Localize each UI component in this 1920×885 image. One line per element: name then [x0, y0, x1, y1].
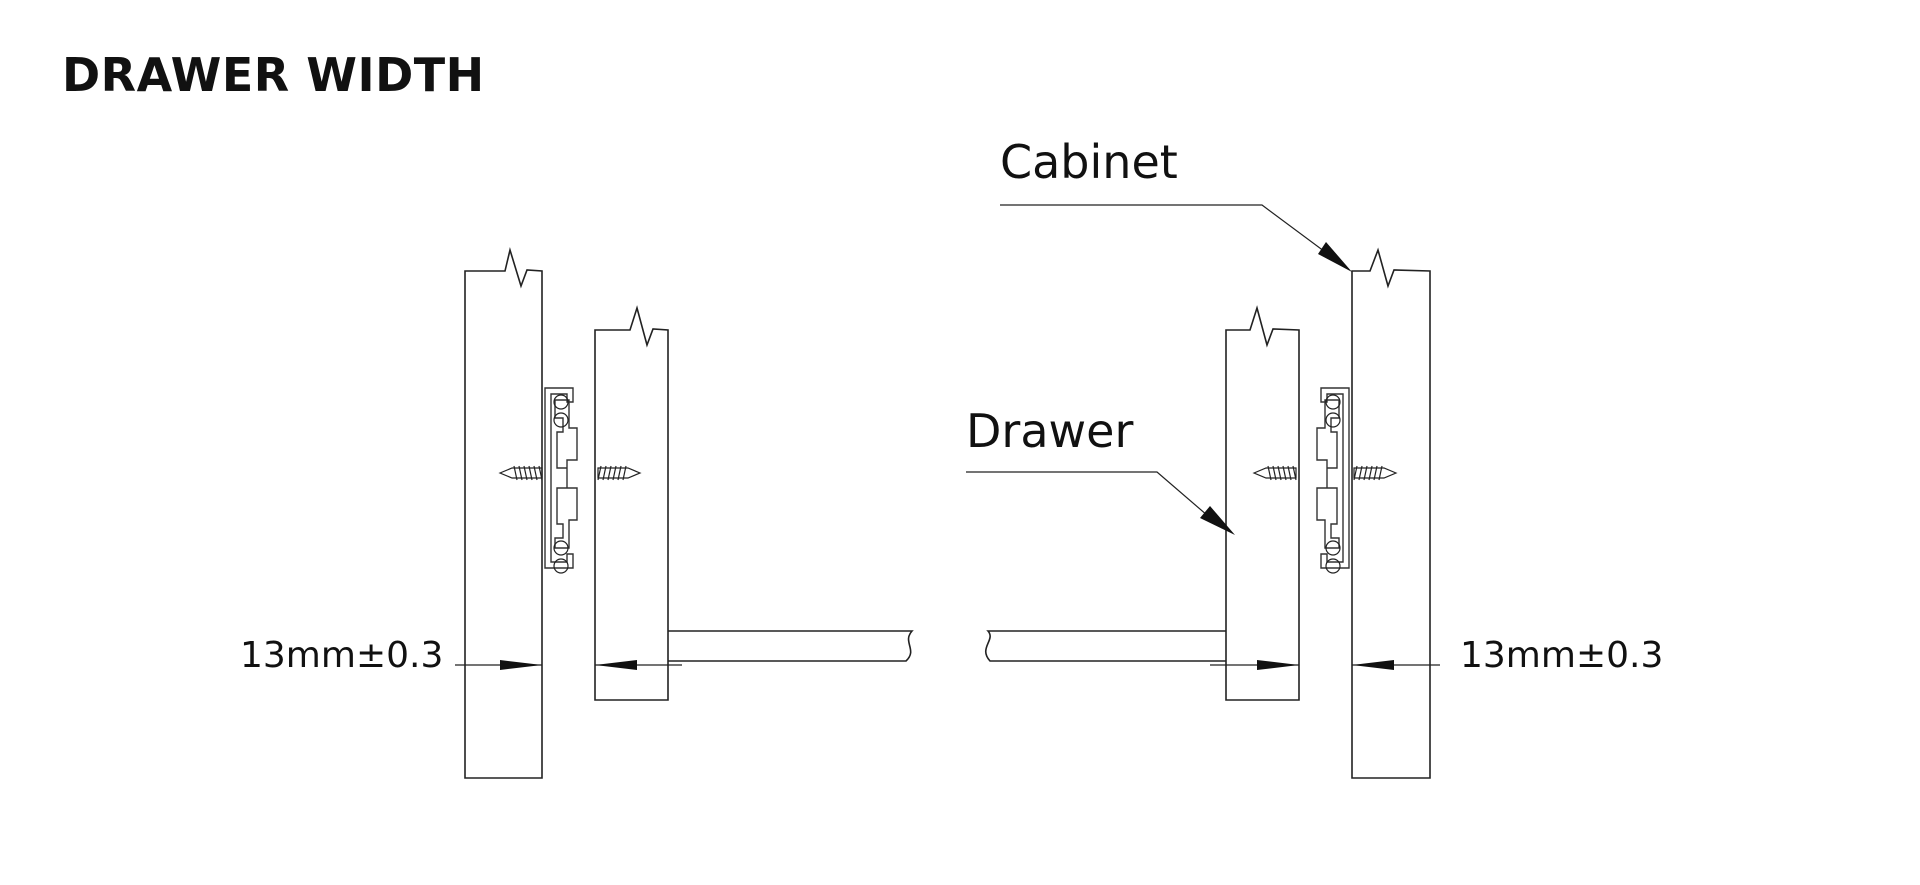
cabinet-panel-left: [464, 246, 543, 779]
drawer-leader: [966, 471, 1223, 529]
slide-left: [544, 387, 578, 574]
slide-right: [1316, 387, 1350, 574]
gap-label-left: 13mm±0.3: [240, 635, 443, 676]
drawer-panel-right: [1225, 305, 1300, 701]
cabinet-leader: [1000, 204, 1341, 264]
page-title: DRAWER WIDTH: [62, 48, 485, 102]
dimension-arrow-icon: [500, 660, 542, 670]
dimension-arrow-icon: [1352, 660, 1394, 670]
drawer-bottom-left: [668, 630, 914, 662]
screw-icon: [1252, 465, 1297, 481]
drawer-label: Drawer: [966, 404, 1133, 458]
drawer-panel-left: [594, 305, 669, 701]
dimension-arrow-icon: [595, 660, 637, 670]
dimension-arrow-icon: [1200, 506, 1235, 535]
dimension-arrow-icon: [1318, 242, 1352, 272]
screw-icon: [597, 465, 642, 481]
cabinet-panel-right: [1351, 247, 1431, 779]
screw-icon: [498, 465, 543, 481]
screw-icon: [1353, 465, 1398, 481]
gap-label-right: 13mm±0.3: [1460, 635, 1663, 676]
cabinet-label: Cabinet: [1000, 135, 1178, 189]
drawer-bottom-right: [984, 630, 1226, 662]
dimension-arrow-icon: [1257, 660, 1299, 670]
